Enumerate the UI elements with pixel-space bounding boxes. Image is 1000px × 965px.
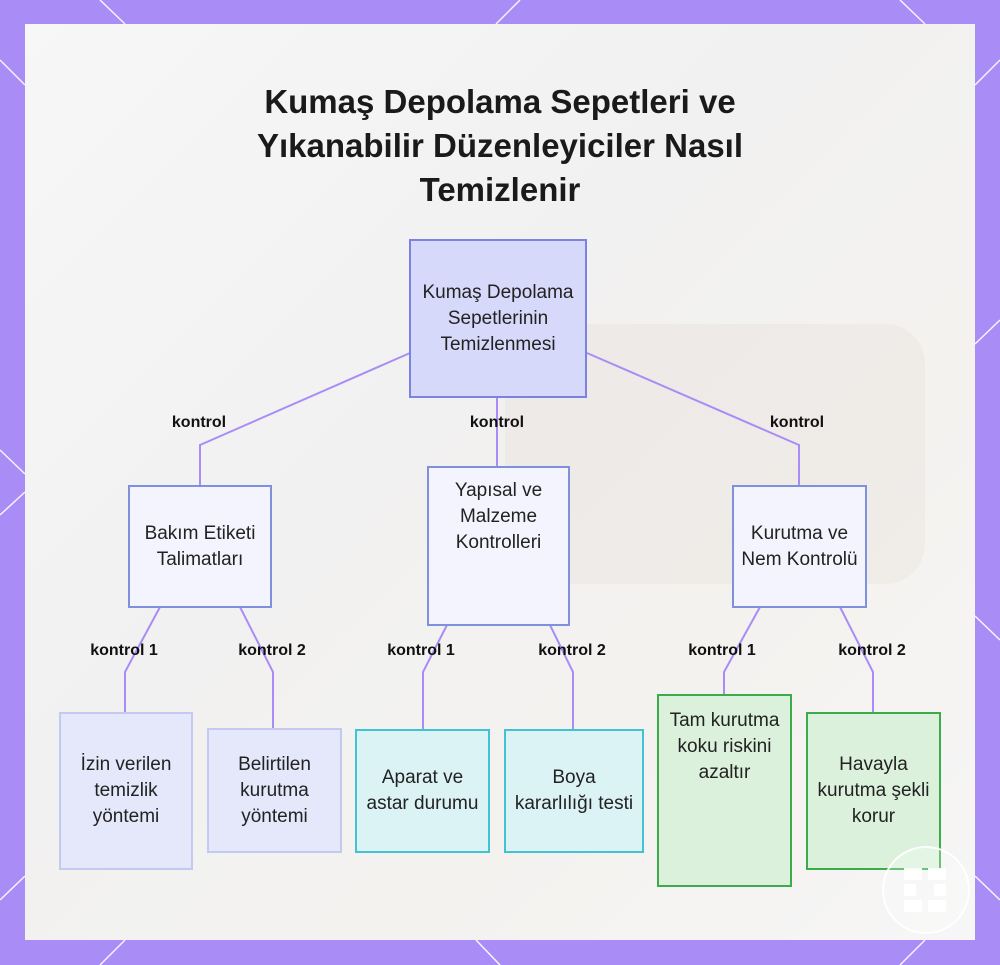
edge-label-b2-c2: kontrol 2 xyxy=(538,642,606,660)
leaf-node-label: İzin verilen temizlik yöntemi xyxy=(67,752,185,830)
edge-root-branch-3 xyxy=(587,353,799,485)
edge-branch-1-child-2 xyxy=(240,607,273,728)
leaf-node-drying-method: Belirtilen kurutma yöntemi xyxy=(207,728,342,853)
leaf-node-colorfast-test: Boya kararlılığı testi xyxy=(504,729,644,853)
branch-node-label: Bakım Etiketi Talimatları xyxy=(136,521,264,573)
leaf-node-label: Boya kararlılığı testi xyxy=(512,765,636,817)
leaf-node-label: Aparat ve astar durumu xyxy=(363,765,482,817)
edge-label-branch-1: kontrol xyxy=(172,414,226,432)
branch-node-label: Yapısal ve Malzeme Kontrolleri xyxy=(435,478,562,556)
edge-branch-2-child-1 xyxy=(423,625,447,729)
root-node-label: Kumaş Depolama Sepetlerinin Temizlenmesi xyxy=(417,280,579,358)
leaf-node-label: Belirtilen kurutma yöntemi xyxy=(215,752,334,830)
root-node: Kumaş Depolama Sepetlerinin Temizlenmesi xyxy=(409,239,587,398)
edge-label-branch-2: kontrol xyxy=(470,414,524,432)
leaf-node-hardware-lining: Aparat ve astar durumu xyxy=(355,729,490,853)
edge-root-branch-1 xyxy=(200,353,410,485)
leaf-node-label: Havayla kurutma şekli korur xyxy=(814,752,933,830)
leaf-node-cleaning-method: İzin verilen temizlik yöntemi xyxy=(59,712,193,870)
leaf-node-label: Tam kurutma koku riskini azaltır xyxy=(665,708,784,786)
brand-logo-icon xyxy=(882,846,970,934)
edge-label-branch-3: kontrol xyxy=(770,414,824,432)
edge-label-b1-c1: kontrol 1 xyxy=(90,642,158,660)
edge-label-b3-c2: kontrol 2 xyxy=(838,642,906,660)
edge-label-b1-c2: kontrol 2 xyxy=(238,642,306,660)
edge-label-b2-c1: kontrol 1 xyxy=(387,642,455,660)
logo-mark-icon xyxy=(884,848,968,932)
edge-branch-2-child-2 xyxy=(550,625,573,729)
branch-node-structure: Yapısal ve Malzeme Kontrolleri xyxy=(427,466,570,626)
leaf-node-full-drying: Tam kurutma koku riskini azaltır xyxy=(657,694,792,887)
branch-node-drying: Kurutma ve Nem Kontrolü xyxy=(732,485,867,608)
branch-node-care-label: Bakım Etiketi Talimatları xyxy=(128,485,272,608)
branch-node-label: Kurutma ve Nem Kontrolü xyxy=(740,521,859,573)
edge-label-b3-c1: kontrol 1 xyxy=(688,642,756,660)
